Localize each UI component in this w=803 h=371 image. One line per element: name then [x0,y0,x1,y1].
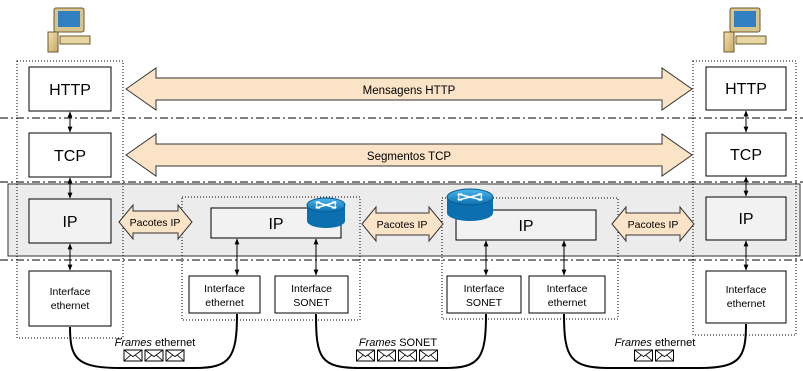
frames-label-1-prefix: Frames [115,337,153,349]
frames-label-2: Frames SONET [359,337,438,349]
right-computer-icon [723,7,767,53]
envelope-icon [123,349,143,362]
router-1-interface-ethernet-label-2: ethernet [205,297,244,309]
frames-envelopes-ethernet-2 [634,349,674,362]
left-http-box [28,66,112,112]
left-interface-label-1: Interface [50,286,91,298]
left-tcp-box [28,132,112,178]
envelope-icon [356,349,375,362]
router-2-interface-sonet-label-2: SONET [466,297,503,309]
envelope-icon [634,349,653,362]
frames-label-2-suffix: SONET [396,337,437,349]
router-2-interface-ethernet-box [528,275,606,314]
router-2-interface-ethernet-label-1: Interface [547,283,588,295]
router-2-interface-sonet-box [446,275,522,314]
router-1-interface-sonet-label-1: Interface [291,283,332,295]
frames-envelopes-sonet [356,349,438,362]
envelope-icon [655,349,674,362]
right-interface-label-2: ethernet [727,298,766,310]
ip-packets-arrow-2 [361,205,444,243]
router-2-interface-sonet-label-1: Interface [464,283,505,295]
right-interface-box [705,270,787,324]
right-tcp-box [705,132,787,177]
envelope-icon [419,349,438,362]
envelope-icon [144,349,164,362]
right-http-box [705,66,787,111]
router-2-ip-label: IP [518,218,533,235]
ip-packets-arrow-3 [611,205,695,243]
right-http-label: HTTP [725,81,767,98]
frames-label-3: Frames ethernet [615,337,696,349]
frames-label-3-prefix: Frames [615,337,653,349]
frames-envelopes-ethernet-1 [123,349,185,362]
left-ip-label: IP [62,214,77,231]
envelope-icon [398,349,417,362]
envelope-icon [377,349,396,362]
router-1-interface-ethernet-box [188,275,261,314]
router-1-icon [306,197,346,228]
tcp-segments-label: Segmentos TCP [367,151,451,163]
ip-packets-label-3: Pacotes IP [628,219,679,231]
ip-packets-label-1: Pacotes IP [130,217,181,229]
tcp-segments-arrow [125,133,693,177]
http-messages-arrow [125,67,693,111]
frames-label-3-suffix: ethernet [652,337,695,349]
link-sonet [315,313,487,369]
left-interface-box [28,270,112,327]
left-http-label: HTTP [49,82,91,99]
right-ip-box [705,196,787,241]
right-interface-label-1: Interface [726,284,767,296]
link-ethernet-2 [563,313,747,369]
left-computer-icon [47,7,91,53]
right-ip-label: IP [738,211,753,228]
router-2-interface-ethernet-label-2: ethernet [548,297,587,309]
left-tcp-label: TCP [54,148,86,165]
right-host-outline [692,60,797,336]
left-ip-box [28,198,112,244]
router-1-interface-ethernet-label-1: Interface [204,283,245,295]
router-1-outline [181,196,361,321]
ip-packets-label-2: Pacotes IP [377,219,428,231]
router-1-interface-sonet-label-2: SONET [293,297,330,309]
frames-label-1: Frames ethernet [115,337,196,349]
router-2-icon [446,188,494,221]
router-1-ip-label: IP [268,216,283,233]
router-1-interface-sonet-box [274,275,349,314]
router-2-outline [441,197,619,320]
http-messages-label: Mensagens HTTP [363,85,456,97]
frames-label-1-suffix: ethernet [152,337,195,349]
ip-packets-arrow-1 [118,203,193,241]
left-interface-label-2: ethernet [51,300,90,312]
envelope-icon [165,349,185,362]
link-ethernet-1 [69,313,238,369]
right-tcp-label: TCP [730,147,762,164]
frames-label-2-prefix: Frames [359,337,397,349]
